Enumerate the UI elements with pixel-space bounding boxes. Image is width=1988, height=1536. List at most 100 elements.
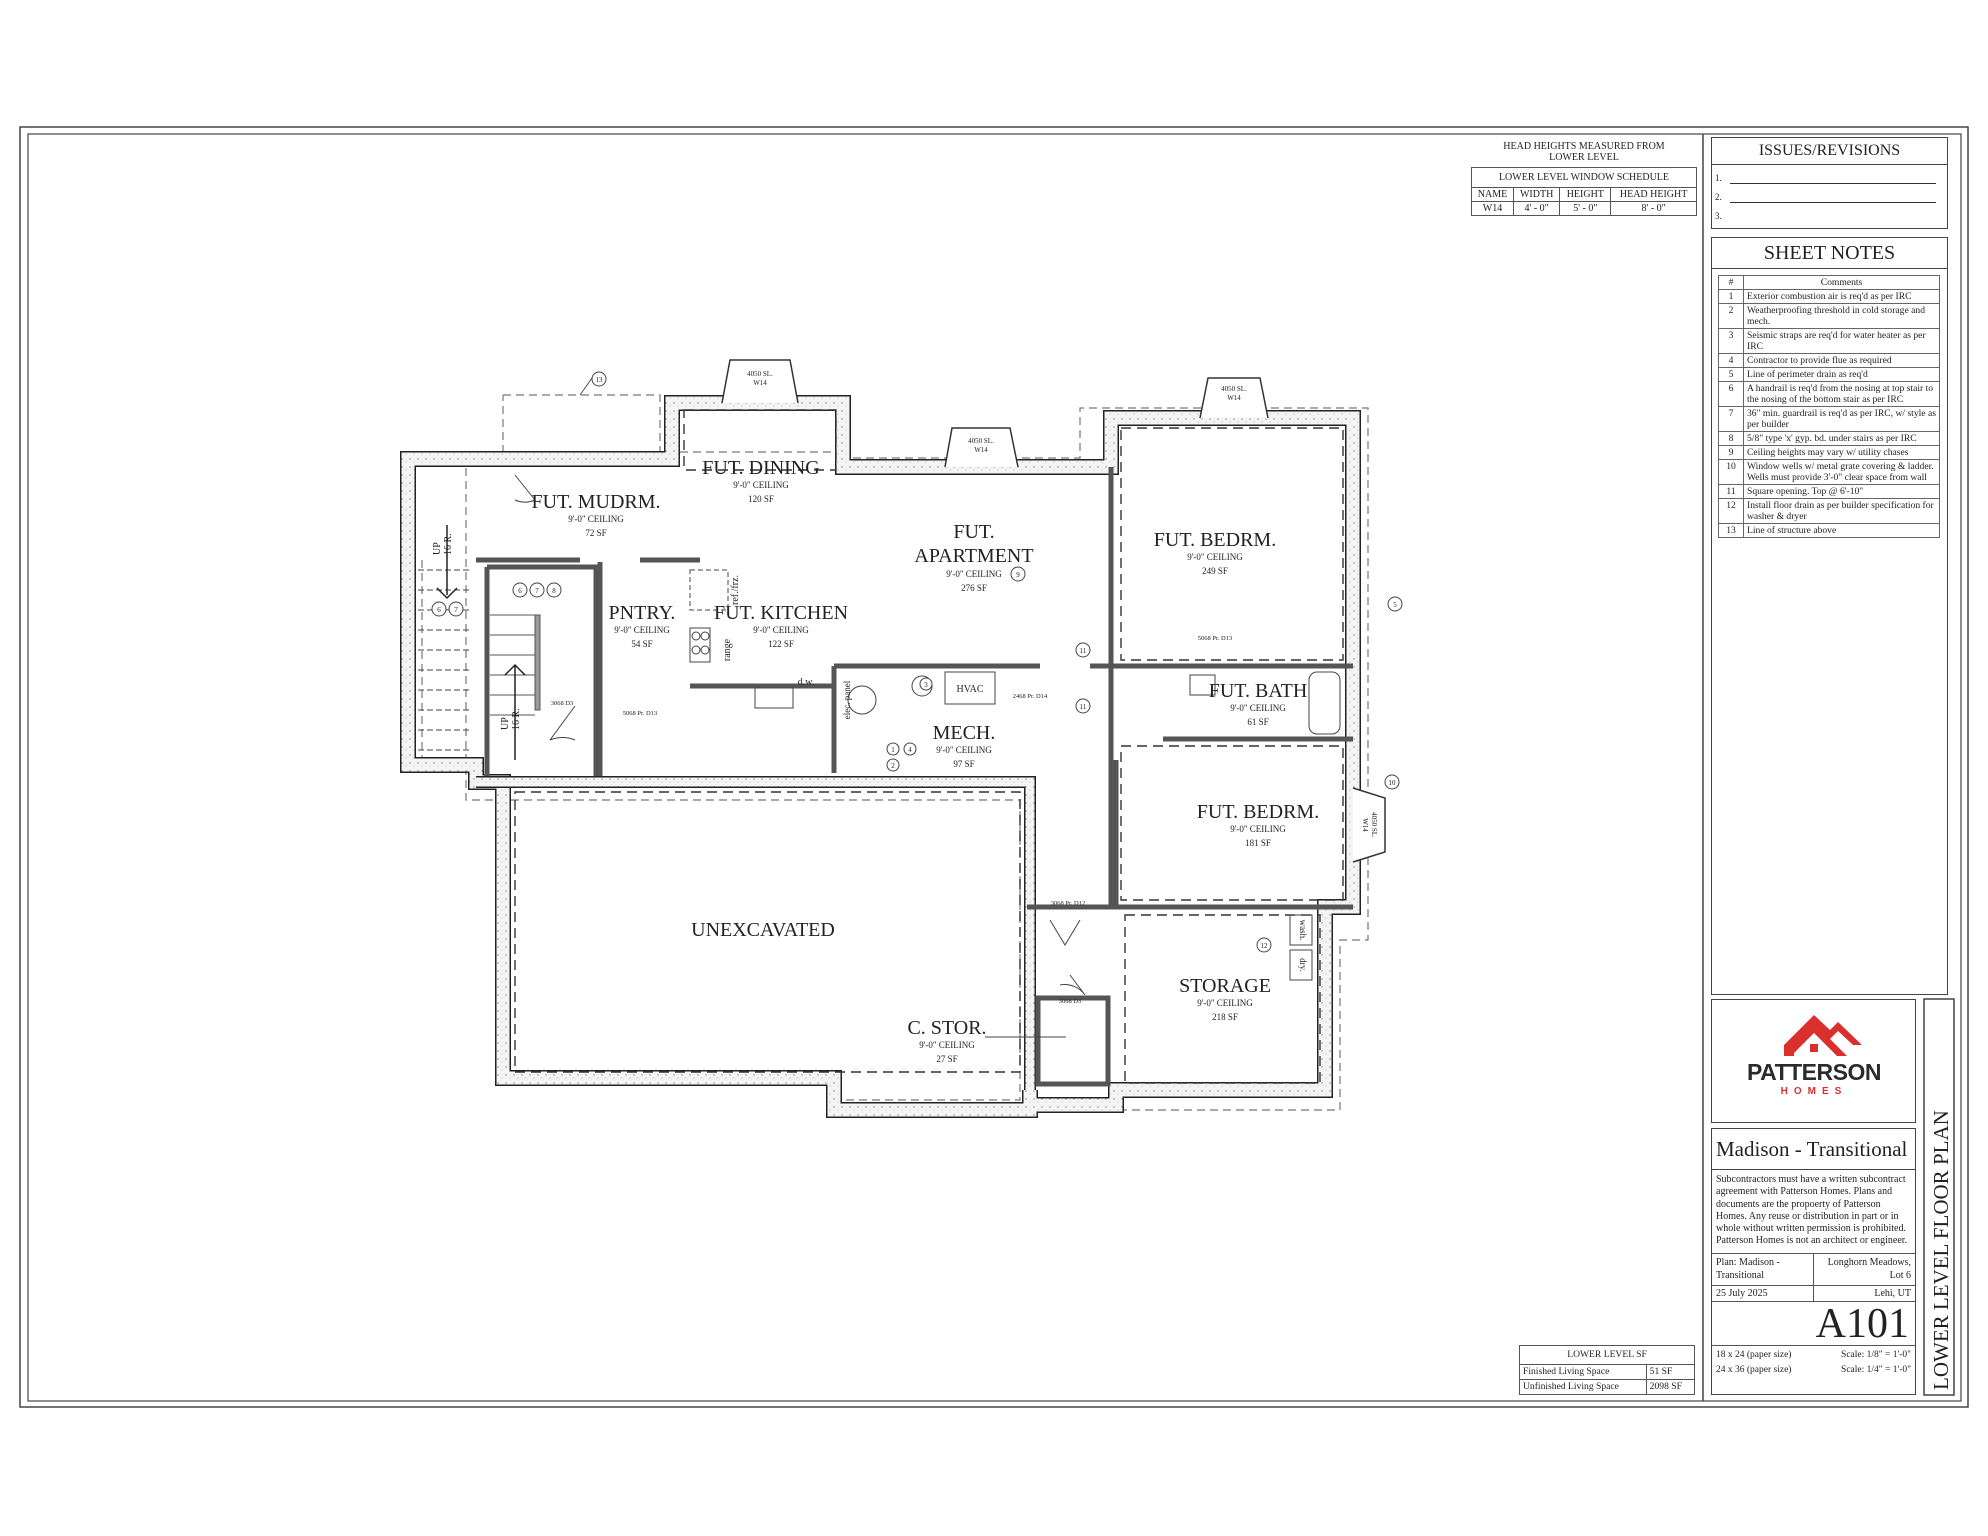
range <box>689 627 711 663</box>
window-size-label: 4050 SL. <box>747 370 773 378</box>
svg-text:61 SF: 61 SF <box>1247 717 1268 727</box>
note-comment: Line of perimeter drain as req'd <box>1743 367 1940 382</box>
note-number: 4 <box>1718 353 1744 368</box>
revision-line: 2. <box>1715 188 1944 207</box>
note-comment: Install floor drain as per builder speci… <box>1743 498 1940 524</box>
issues-title: ISSUES/REVISIONS <box>1712 138 1947 165</box>
callout-9: 9 <box>1010 566 1026 582</box>
window-well-apartment <box>944 427 1019 468</box>
note-comment: 36" min. guardrail is req'd as per IRC, … <box>1743 406 1940 432</box>
svg-text:FUT. MUDRM.: FUT. MUDRM. <box>531 491 660 513</box>
sheet-title: LOWER LEVEL FLOOR PLAN <box>1929 1110 1953 1390</box>
interior-walls <box>476 467 1353 1087</box>
stair-up-label: UP <box>500 717 511 730</box>
window-schedule-note: HEAD HEIGHTS MEASURED FROM LOWER LEVEL <box>1503 141 1665 163</box>
svg-text:5: 5 <box>1393 601 1397 609</box>
svg-text:72 SF: 72 SF <box>585 528 606 538</box>
stair-risers-label: 16 R. <box>511 708 522 730</box>
hvac-label: HVAC <box>956 684 983 695</box>
callout-3: 3 <box>919 677 933 691</box>
stair-up-label: UP <box>432 542 443 555</box>
elec-panel-label: elec. panel <box>842 680 852 719</box>
svg-text:11: 11 <box>1080 703 1087 711</box>
callout-11: 11 <box>1075 642 1091 658</box>
stair-risers-label: 16 R. <box>443 533 454 555</box>
sheet-border-inner <box>27 133 1962 1402</box>
svg-text:7: 7 <box>535 587 539 595</box>
sheet-border-outer <box>19 126 1969 1408</box>
svg-text:122 SF: 122 SF <box>768 639 794 649</box>
svg-text:9'-0" CEILING: 9'-0" CEILING <box>946 569 1002 579</box>
svg-text:MECH.: MECH. <box>933 722 996 744</box>
elec-panel-circle <box>847 685 877 715</box>
col-header: # <box>1718 275 1744 290</box>
svg-text:9'-0" CEILING: 9'-0" CEILING <box>733 480 789 490</box>
svg-text:FUT. DINING: FUT. DINING <box>702 457 819 479</box>
svg-text:10: 10 <box>1389 779 1397 787</box>
note-number: 11 <box>1718 484 1744 499</box>
stair-treads <box>418 569 470 751</box>
disclaimer: Subcontractors must have a written subco… <box>1712 1170 1915 1254</box>
lot-location: Longhorn Meadows, Lot 6 <box>1827 1257 1911 1281</box>
paper-size: 18 x 24 (paper size) <box>1716 1350 1792 1360</box>
callout-13: 13 <box>591 371 607 387</box>
note-number: 10 <box>1718 459 1744 485</box>
svg-text:218 SF: 218 SF <box>1212 1012 1238 1022</box>
bath-sink <box>1189 674 1216 696</box>
svg-text:249 SF: 249 SF <box>1202 566 1228 576</box>
stair-treads-inner <box>490 614 541 716</box>
city: Lehi, UT <box>1874 1288 1911 1299</box>
note-comment: Window wells w/ metal grate covering & l… <box>1743 459 1940 485</box>
scale: Scale: 1/4" = 1'-0" <box>1841 1365 1911 1375</box>
svg-text:6: 6 <box>518 587 522 595</box>
window-schedule-title: LOWER LEVEL WINDOW SCHEDULE <box>1471 167 1697 188</box>
note-number: 3 <box>1718 328 1744 354</box>
dryer <box>1289 949 1313 981</box>
svg-text:9'-0" CEILING: 9'-0" CEILING <box>1197 998 1253 1008</box>
sheet-number: A101 <box>1712 1302 1915 1347</box>
finish-lines <box>514 409 1344 1084</box>
svg-text:97 SF: 97 SF <box>953 759 974 769</box>
svg-text:8: 8 <box>552 587 556 595</box>
col-header: WIDTH <box>1512 187 1561 202</box>
note-comment: Line of structure above <box>1743 523 1940 538</box>
door-tag: 3068 D3 <box>1059 998 1082 1005</box>
callout-12: 12 <box>1256 937 1272 953</box>
svg-text:9: 9 <box>1016 571 1020 579</box>
door-tag: 3068 Pr. D12 <box>1051 900 1086 907</box>
window-schedule: HEAD HEIGHTS MEASURED FROM LOWER LEVEL L… <box>1471 141 1697 216</box>
scale: Scale: 1/8" = 1'-0" <box>1841 1350 1911 1360</box>
callout-1: 1 <box>886 742 900 756</box>
svg-text:276 SF: 276 SF <box>961 583 987 593</box>
svg-text:12: 12 <box>1261 942 1269 950</box>
door-tag: 5068 Pr. D13 <box>623 710 658 717</box>
svg-text:FUT. KITCHEN: FUT. KITCHEN <box>714 602 848 624</box>
revision-line: 1. <box>1715 169 1944 188</box>
svg-text:3: 3 <box>924 681 928 689</box>
svg-text:PNTRY.: PNTRY. <box>609 602 676 624</box>
kitchen-sink <box>754 687 794 709</box>
window-wells <box>721 359 1386 863</box>
washer <box>1289 914 1313 946</box>
callout-11: 11 <box>1075 698 1091 714</box>
window-well-bedroom2 <box>1352 787 1386 863</box>
svg-text:STORAGE: STORAGE <box>1179 975 1271 997</box>
door-tag: 2468 Pr. D14 <box>1013 693 1048 700</box>
project-name: Madison - Transitional <box>1712 1129 1915 1170</box>
window-tag-label: W14 <box>1361 818 1369 832</box>
dishwasher-label: d.w. <box>798 677 815 688</box>
svg-text:9'-0" CEILING: 9'-0" CEILING <box>1187 552 1243 562</box>
